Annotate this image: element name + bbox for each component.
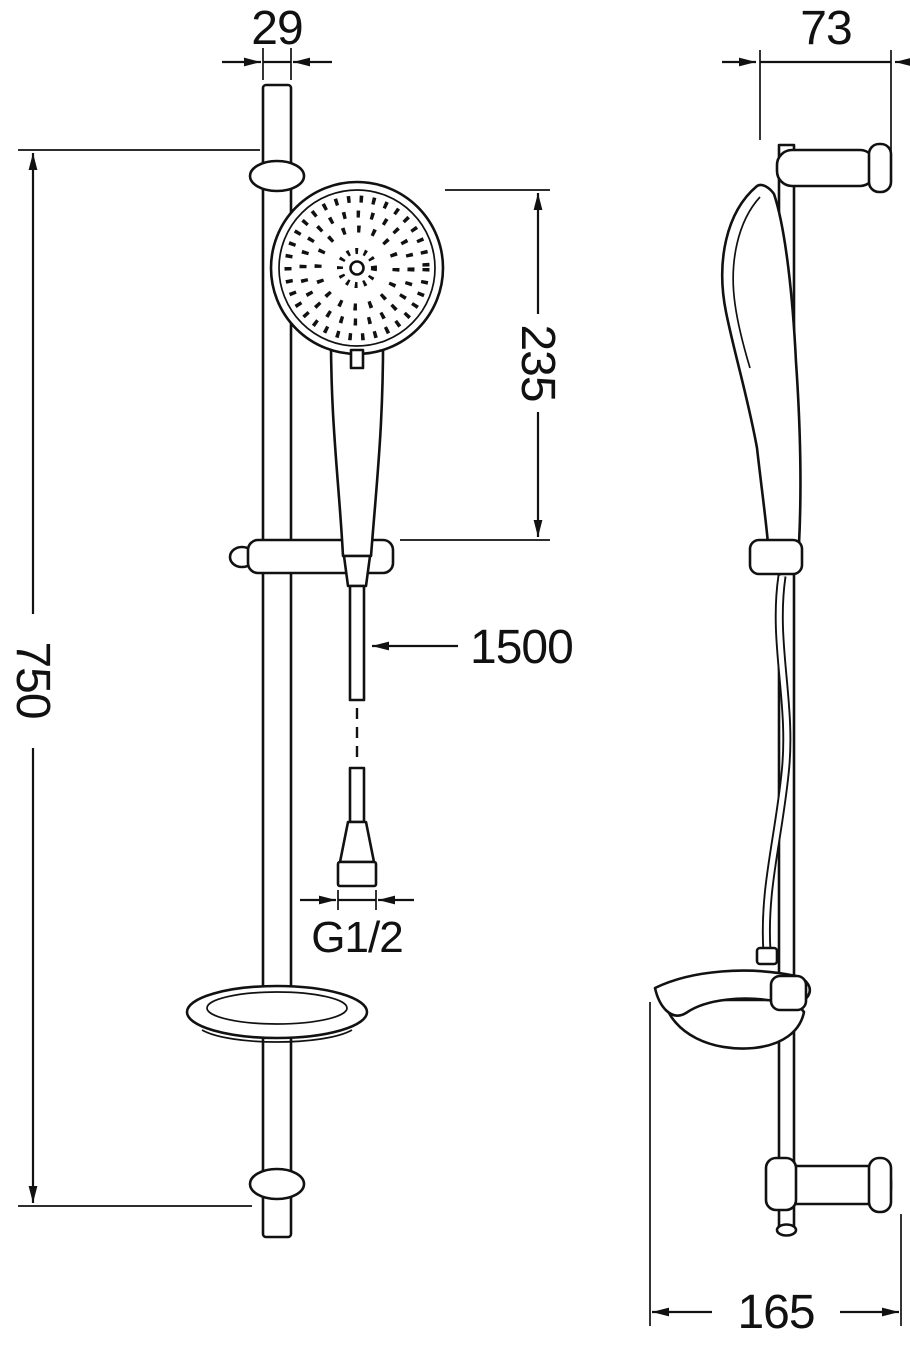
handset-side-face-line — [732, 196, 761, 369]
nozzle-ring-inner — [314, 225, 400, 311]
dim-rail-width: 29 — [222, 2, 332, 80]
wall-bracket-top-plate — [867, 142, 893, 194]
dim-handset-length: 235 — [400, 189, 564, 541]
soap-dish-side-bowl — [662, 998, 806, 1050]
rail-clamp-bottom — [764, 1156, 798, 1212]
slide-rail-front — [261, 83, 293, 1239]
hose-end-fitting-side — [755, 946, 779, 966]
dim-wall-offset: 73 — [722, 2, 910, 158]
front-view — [185, 83, 445, 1239]
handset-face-rim — [278, 189, 436, 347]
dim-hose-length-label: 1500 — [470, 621, 573, 674]
wall-bracket-bottom-plate — [867, 1156, 893, 1214]
wall-mount-top-front — [248, 159, 306, 193]
soap-dish-front-base — [201, 1029, 353, 1043]
wall-mount-bottom-front — [248, 1167, 306, 1201]
dim-wall-offset-label: 73 — [800, 2, 851, 55]
dim-rail-width-label: 29 — [251, 2, 302, 55]
side-view — [653, 142, 893, 1237]
nozzle-ring-mid — [299, 210, 415, 326]
dim-base-depth: 165 — [649, 1002, 902, 1339]
hose-cone-fitting — [338, 820, 376, 864]
soap-dish-clamp — [769, 974, 808, 1012]
dim-handset-length-label: 235 — [511, 324, 564, 401]
dim-hose-length: 1500 — [372, 621, 574, 674]
dim-rail-length: 750 — [6, 149, 260, 1207]
dim-base-depth-label: 165 — [737, 1286, 814, 1339]
dim-thread: G1/2 — [300, 890, 414, 962]
hose-upper-front — [348, 584, 366, 702]
slider-holder-side — [748, 538, 804, 576]
soap-dish-front-inner — [206, 991, 348, 1025]
handset-bottom-tab — [349, 348, 365, 370]
handset-center-cap — [349, 260, 365, 276]
wall-bracket-top-arm — [775, 148, 877, 188]
rail-bottom-cap — [775, 1223, 798, 1237]
nozzle-ring-outer — [284, 195, 430, 341]
hose-side-core — [763, 575, 790, 953]
hose-nut — [336, 860, 378, 888]
soap-dish-front-outer — [185, 984, 369, 1040]
hose-connector-front — [342, 554, 372, 588]
dim-thread-label: G1/2 — [311, 913, 402, 962]
dim-rail-length-label: 750 — [6, 641, 59, 718]
nozzle-ring-center — [337, 248, 377, 288]
hose-lower-front — [348, 766, 366, 824]
